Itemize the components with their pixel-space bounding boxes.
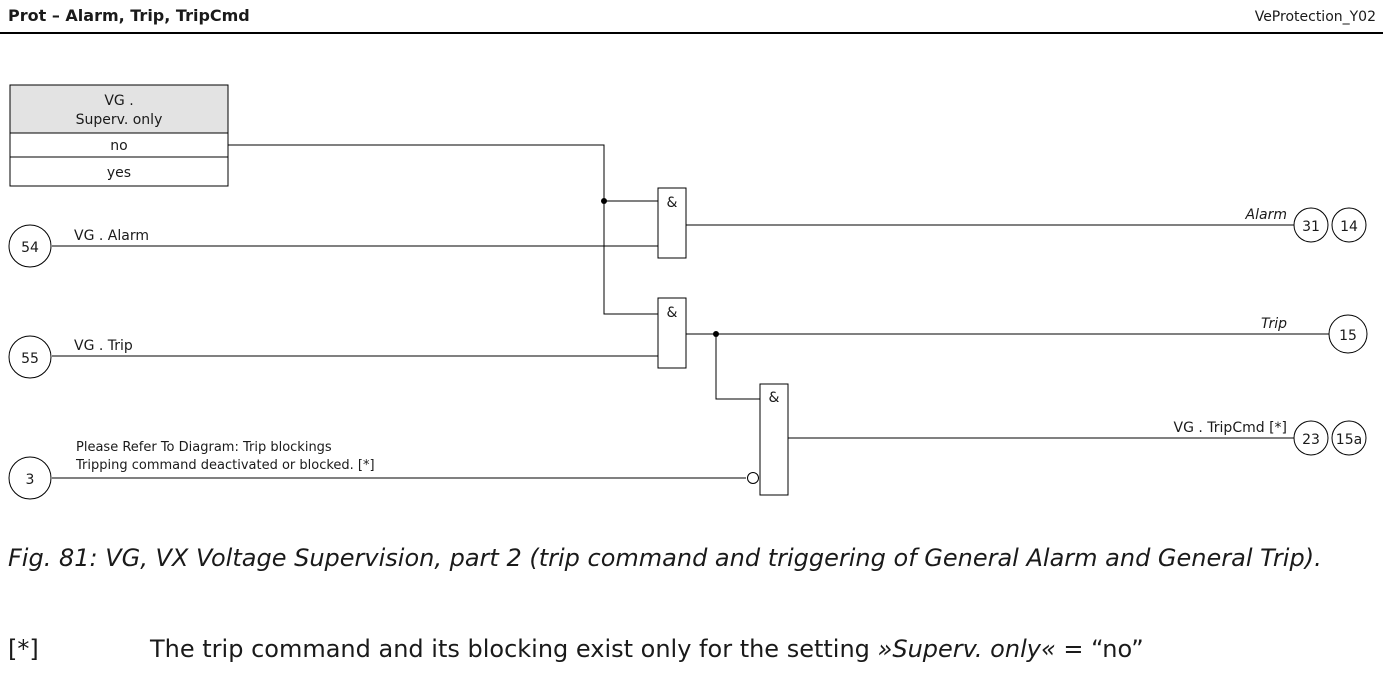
input-number: 55 (21, 351, 39, 367)
footnote-text: The trip command and its blocking exist … (150, 635, 1144, 663)
setting-table: VG . Superv. only no yes (9, 84, 229, 187)
input-label-block-line2: Tripping command deactivated or blocked.… (75, 458, 375, 473)
and-gate-tripcmd: & (759, 383, 789, 496)
output-ref: 23 (1302, 432, 1320, 448)
output-connector-tripcmd: 23 15a (1293, 420, 1367, 456)
junction-dot (601, 198, 607, 204)
setting-table-title-line1: VG . (104, 93, 133, 109)
wire-superv-no (228, 144, 658, 315)
wire-trip-to-gate3 (715, 334, 760, 400)
inverter-bubble (747, 472, 759, 484)
and-gate-symbol: & (667, 195, 678, 211)
setting-option-yes: yes (107, 165, 131, 181)
output-ref: 15 (1339, 328, 1357, 344)
wires (52, 144, 1329, 479)
and-gate-symbol: & (667, 305, 678, 321)
output-connector-trip: 15 (1328, 314, 1368, 354)
footnote-marker: [*] (8, 635, 39, 663)
and-gate-alarm: & (657, 187, 687, 259)
footnote-text-after: = “no” (1055, 635, 1144, 663)
input-number: 54 (21, 240, 39, 256)
setting-option-yes-cell (9, 156, 229, 187)
input-label-alarm: VG . Alarm (74, 228, 149, 244)
logic-diagram: Prot – Alarm, Trip, TripCmd VeProtection… (0, 6, 1383, 500)
and-gate-trip: & (657, 297, 687, 369)
setting-option-no-cell (9, 132, 229, 158)
input-connector-trip: 55 (8, 335, 52, 379)
output-connector-alarm: 31 14 (1293, 207, 1367, 243)
output-ref: 31 (1302, 219, 1320, 235)
setting-option-no: no (110, 138, 127, 154)
output-ref: 14 (1340, 219, 1358, 235)
input-connector-block: 3 (8, 456, 52, 500)
output-label-trip: Trip (1261, 316, 1287, 332)
input-label-block-line1: Please Refer To Diagram: Trip blockings (76, 440, 332, 455)
setting-table-title-line2: Superv. only (76, 112, 163, 128)
input-number: 3 (26, 472, 35, 488)
output-label-alarm: Alarm (1245, 207, 1287, 223)
output-label-tripcmd: VG . TripCmd [*] (1174, 420, 1287, 436)
figure-caption: Fig. 81: VG, VX Voltage Supervision, par… (8, 544, 1322, 572)
input-label-trip: VG . Trip (74, 338, 133, 354)
diagram-title: Prot – Alarm, Trip, TripCmd (8, 6, 250, 25)
footnote-text-before: The trip command and its blocking exist … (150, 635, 878, 663)
footnote-setting-name: »Superv. only« (877, 635, 1056, 663)
diagram-reference: VeProtection_Y02 (1255, 9, 1376, 25)
junction-dot (713, 331, 719, 337)
output-ref: 15a (1336, 432, 1362, 448)
and-gate-symbol: & (769, 390, 780, 406)
input-connector-alarm: 54 (8, 224, 52, 268)
